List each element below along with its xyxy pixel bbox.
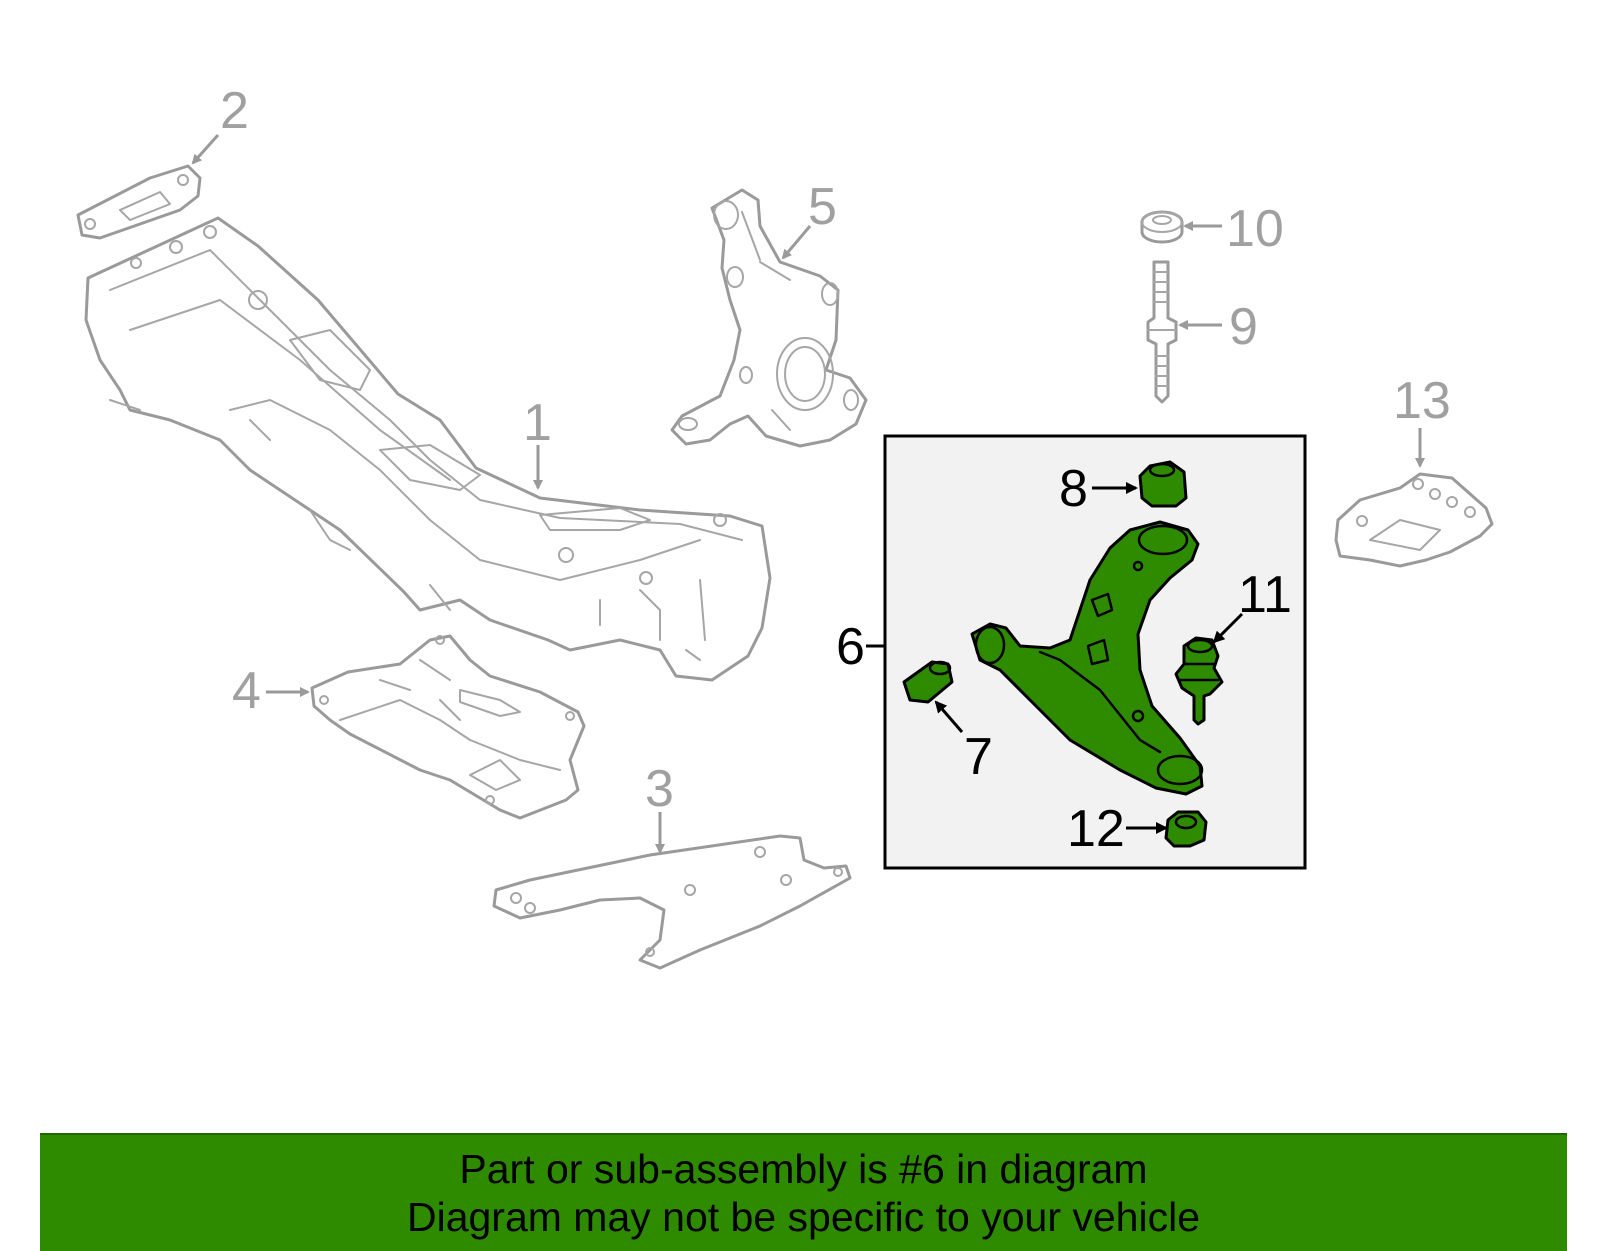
arrow-7 bbox=[934, 700, 964, 733]
callout-3[interactable]: 3 bbox=[645, 760, 674, 818]
callout-4[interactable]: 4 bbox=[232, 662, 261, 720]
callout-8[interactable]: 8 bbox=[1059, 460, 1088, 518]
footer-line-1: Part or sub-assembly is #6 in diagram bbox=[459, 1146, 1148, 1192]
callout-5[interactable]: 5 bbox=[808, 178, 837, 236]
callout-labels: 1 2 3 4 5 6 7 8 9 10 11 12 13 bbox=[220, 82, 1451, 858]
part-4-cover[interactable] bbox=[310, 634, 586, 820]
callout-7[interactable]: 7 bbox=[964, 728, 993, 786]
callout-13[interactable]: 13 bbox=[1393, 372, 1451, 430]
footer-line-2: Diagram may not be specific to your vehi… bbox=[406, 1194, 1200, 1240]
callout-1[interactable]: 1 bbox=[523, 394, 552, 452]
callout-arrows bbox=[191, 134, 1425, 854]
callout-10[interactable]: 10 bbox=[1226, 200, 1284, 258]
part-9-bolt[interactable] bbox=[1146, 260, 1178, 404]
callout-6[interactable]: 6 bbox=[836, 618, 865, 676]
arrow-2 bbox=[191, 134, 220, 165]
arrow-5 bbox=[781, 225, 812, 260]
part-6-control-arm[interactable] bbox=[970, 520, 1204, 796]
part-7-bushing[interactable] bbox=[902, 660, 954, 704]
part-2-bracket[interactable] bbox=[76, 164, 202, 240]
callout-11[interactable]: 11 bbox=[1238, 566, 1292, 624]
part-3-brace[interactable] bbox=[492, 834, 852, 970]
part-1-crossmember[interactable] bbox=[84, 216, 772, 682]
part-11-ball-joint[interactable] bbox=[1174, 636, 1224, 726]
part-13-plate[interactable] bbox=[1334, 472, 1494, 568]
footer-banner: Part or sub-assembly is #6 in diagram Di… bbox=[40, 1133, 1567, 1251]
arrow-11 bbox=[1212, 612, 1244, 644]
part-8-bushing[interactable] bbox=[1138, 460, 1188, 508]
callout-12[interactable]: 12 bbox=[1067, 800, 1125, 858]
callout-9[interactable]: 9 bbox=[1229, 298, 1258, 356]
part-10-washer[interactable] bbox=[1140, 210, 1184, 244]
callout-2[interactable]: 2 bbox=[220, 82, 249, 140]
part-12-nut[interactable] bbox=[1164, 810, 1208, 848]
part-5-knuckle[interactable] bbox=[670, 188, 868, 448]
